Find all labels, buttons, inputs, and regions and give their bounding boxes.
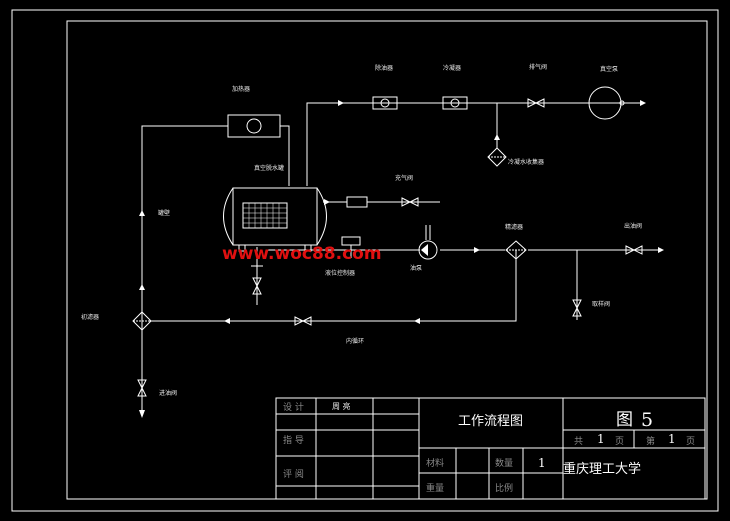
tb-sheet-value: 1 [668, 432, 676, 446]
label-condenser: 冷凝器 [443, 64, 461, 72]
tb-page-unit-2: 页 [686, 436, 695, 447]
tb-weight-label: 重量 [426, 482, 444, 494]
flow-arrows [139, 100, 664, 418]
vacuum-pump [588, 86, 625, 120]
pipelines [141, 102, 660, 410]
tb-check-label: 指 导 [283, 434, 304, 446]
tb-total-label: 共 [574, 436, 583, 447]
tb-school: 重庆理工大学 [563, 461, 641, 477]
condenser [442, 96, 468, 110]
tb-review-label: 评 阅 [283, 469, 304, 480]
inner-frame [66, 20, 708, 500]
valves [137, 98, 643, 397]
label-inflate-valve: 充气阀 [395, 174, 413, 182]
label-condensate-collector: 冷凝水收集器 [508, 158, 544, 166]
watermark: www.woc88.com [222, 244, 382, 264]
label-fine-filter: 精滤器 [505, 223, 523, 231]
label-vacuum-drum: 真空脱水罐 [254, 164, 284, 172]
inlet-valve [137, 379, 147, 397]
inflate-filter [346, 196, 368, 208]
level-controller [341, 236, 361, 246]
tb-design-name: 周 亮 [332, 401, 351, 411]
primary-filter [132, 311, 152, 331]
diagram-labels: 加热器 真空脱水罐 除油器 冷凝器 排气阀 真空泵 冷凝水收集器 充气阀 精滤器… [81, 63, 642, 397]
drain-valve [572, 299, 582, 317]
label-outlet-valve: 出油阀 [624, 222, 642, 230]
label-heater: 加热器 [232, 85, 250, 93]
heater [227, 114, 281, 138]
title-block-grid [275, 397, 706, 500]
label-drain-valve: 取样阀 [592, 300, 610, 308]
separator [372, 96, 398, 110]
tb-material-label: 材料 [426, 457, 444, 469]
tb-drawing-name: 工作流程图 [458, 414, 523, 429]
tb-design-label: 设 计 [283, 401, 304, 413]
tb-total-value: 1 [597, 432, 605, 446]
label-exhaust-valve: 排气阀 [529, 63, 547, 71]
tb-sheet-label: 第 [646, 435, 655, 447]
tb-quantity-value: 1 [538, 456, 546, 470]
inflate-valve [401, 197, 419, 207]
outlet-valve [625, 245, 643, 255]
label-level-controller: 液位控制器 [325, 269, 355, 277]
filters [132, 147, 527, 331]
label-vacuum-pump: 真空泵 [600, 65, 618, 73]
label-separator: 除油器 [375, 64, 393, 72]
drum-drain-valve [252, 277, 262, 295]
fine-filter [505, 240, 527, 260]
vacuum-drum [223, 187, 327, 252]
label-oil-pump: 油泵 [410, 264, 422, 272]
condensate-collector [487, 147, 507, 167]
tb-figure-no: 5 [641, 409, 653, 431]
label-inlet-valve: 进油阀 [159, 389, 177, 397]
exhaust-valve [527, 98, 545, 108]
oil-pump [418, 240, 438, 260]
title-block-text: 设 计 周 亮 指 导 评 阅 工作流程图 材料 数量 1 重量 比例 图 5 … [283, 401, 695, 494]
label-primary-filter: 初滤器 [81, 313, 99, 321]
cycle-valve [294, 316, 312, 326]
tb-figure-label: 图 [616, 410, 633, 430]
outer-frame [11, 9, 719, 512]
tb-page-unit: 页 [615, 436, 624, 447]
tb-scale-label: 比例 [495, 482, 513, 494]
label-tank-wall: 罐壁 [158, 209, 170, 217]
tb-quantity-label: 数量 [495, 457, 513, 469]
label-inner-cycle: 内循环 [346, 337, 364, 345]
